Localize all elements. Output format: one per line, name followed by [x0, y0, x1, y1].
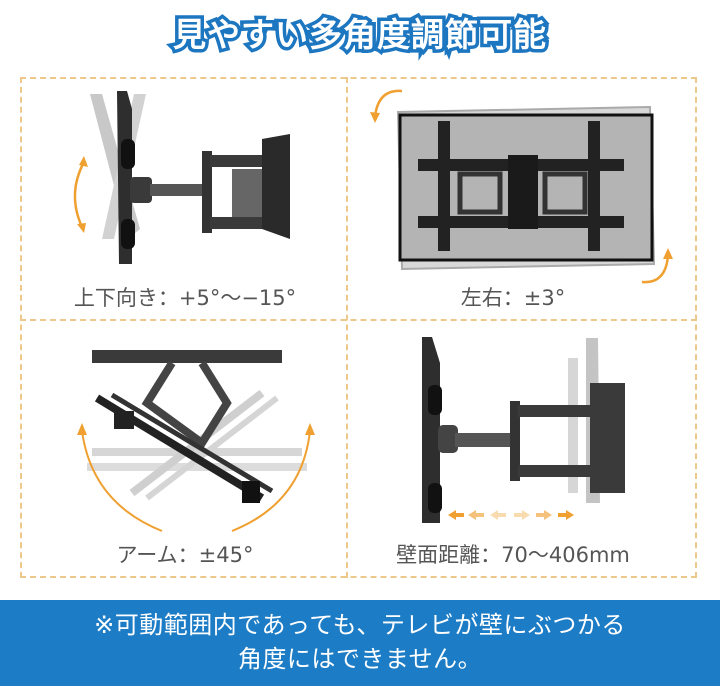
panel-caption-wall-distance: 壁面距離：70～406mm: [396, 543, 630, 567]
rotate-cw-arrow-icon: [641, 254, 670, 284]
wall-plate: [590, 383, 625, 493]
panel-level: 左右：±3°: [350, 79, 676, 319]
page-title: 見やすい多角度調節可能: [170, 12, 550, 58]
grid-divider-horizontal: [20, 319, 697, 321]
tilt-arrow-icon: [73, 161, 86, 228]
panel-caption-level: 左右：±3°: [460, 286, 566, 310]
level-illustration: [370, 89, 673, 284]
tilt-illustration: [73, 91, 290, 264]
swivel-right-arrow-icon: [231, 430, 311, 532]
wall-distance-illustration: [422, 337, 625, 523]
notice-line-1: ※可動範囲内であっても、テレビが壁にぶつかる: [94, 611, 626, 639]
wall-plate: [262, 134, 290, 239]
wall-plate-top-view: [92, 350, 282, 363]
panel-arm: アーム：±45°: [22, 323, 348, 567]
panel-caption-arm: アーム：±45°: [116, 543, 254, 567]
swivel-left-arrow-icon: [81, 430, 163, 532]
arm-illustration: [77, 350, 315, 532]
panel-tilt: 上下向き：+5°～−15°: [22, 79, 348, 319]
notice-banner: ※可動範囲内であっても、テレビが壁にぶつかる 角度にはできません。: [0, 600, 720, 686]
panel-wall-distance: 壁面距離：70～406mm: [350, 323, 676, 567]
notice-line-2: 角度にはできません。: [237, 645, 483, 673]
distance-arrows-icon: [448, 510, 574, 520]
grid-divider-vertical: [346, 77, 348, 578]
feature-grid-frame: [20, 77, 697, 578]
panel-caption-tilt: 上下向き：+5°～−15°: [73, 286, 297, 310]
tv-panel: [422, 337, 440, 523]
